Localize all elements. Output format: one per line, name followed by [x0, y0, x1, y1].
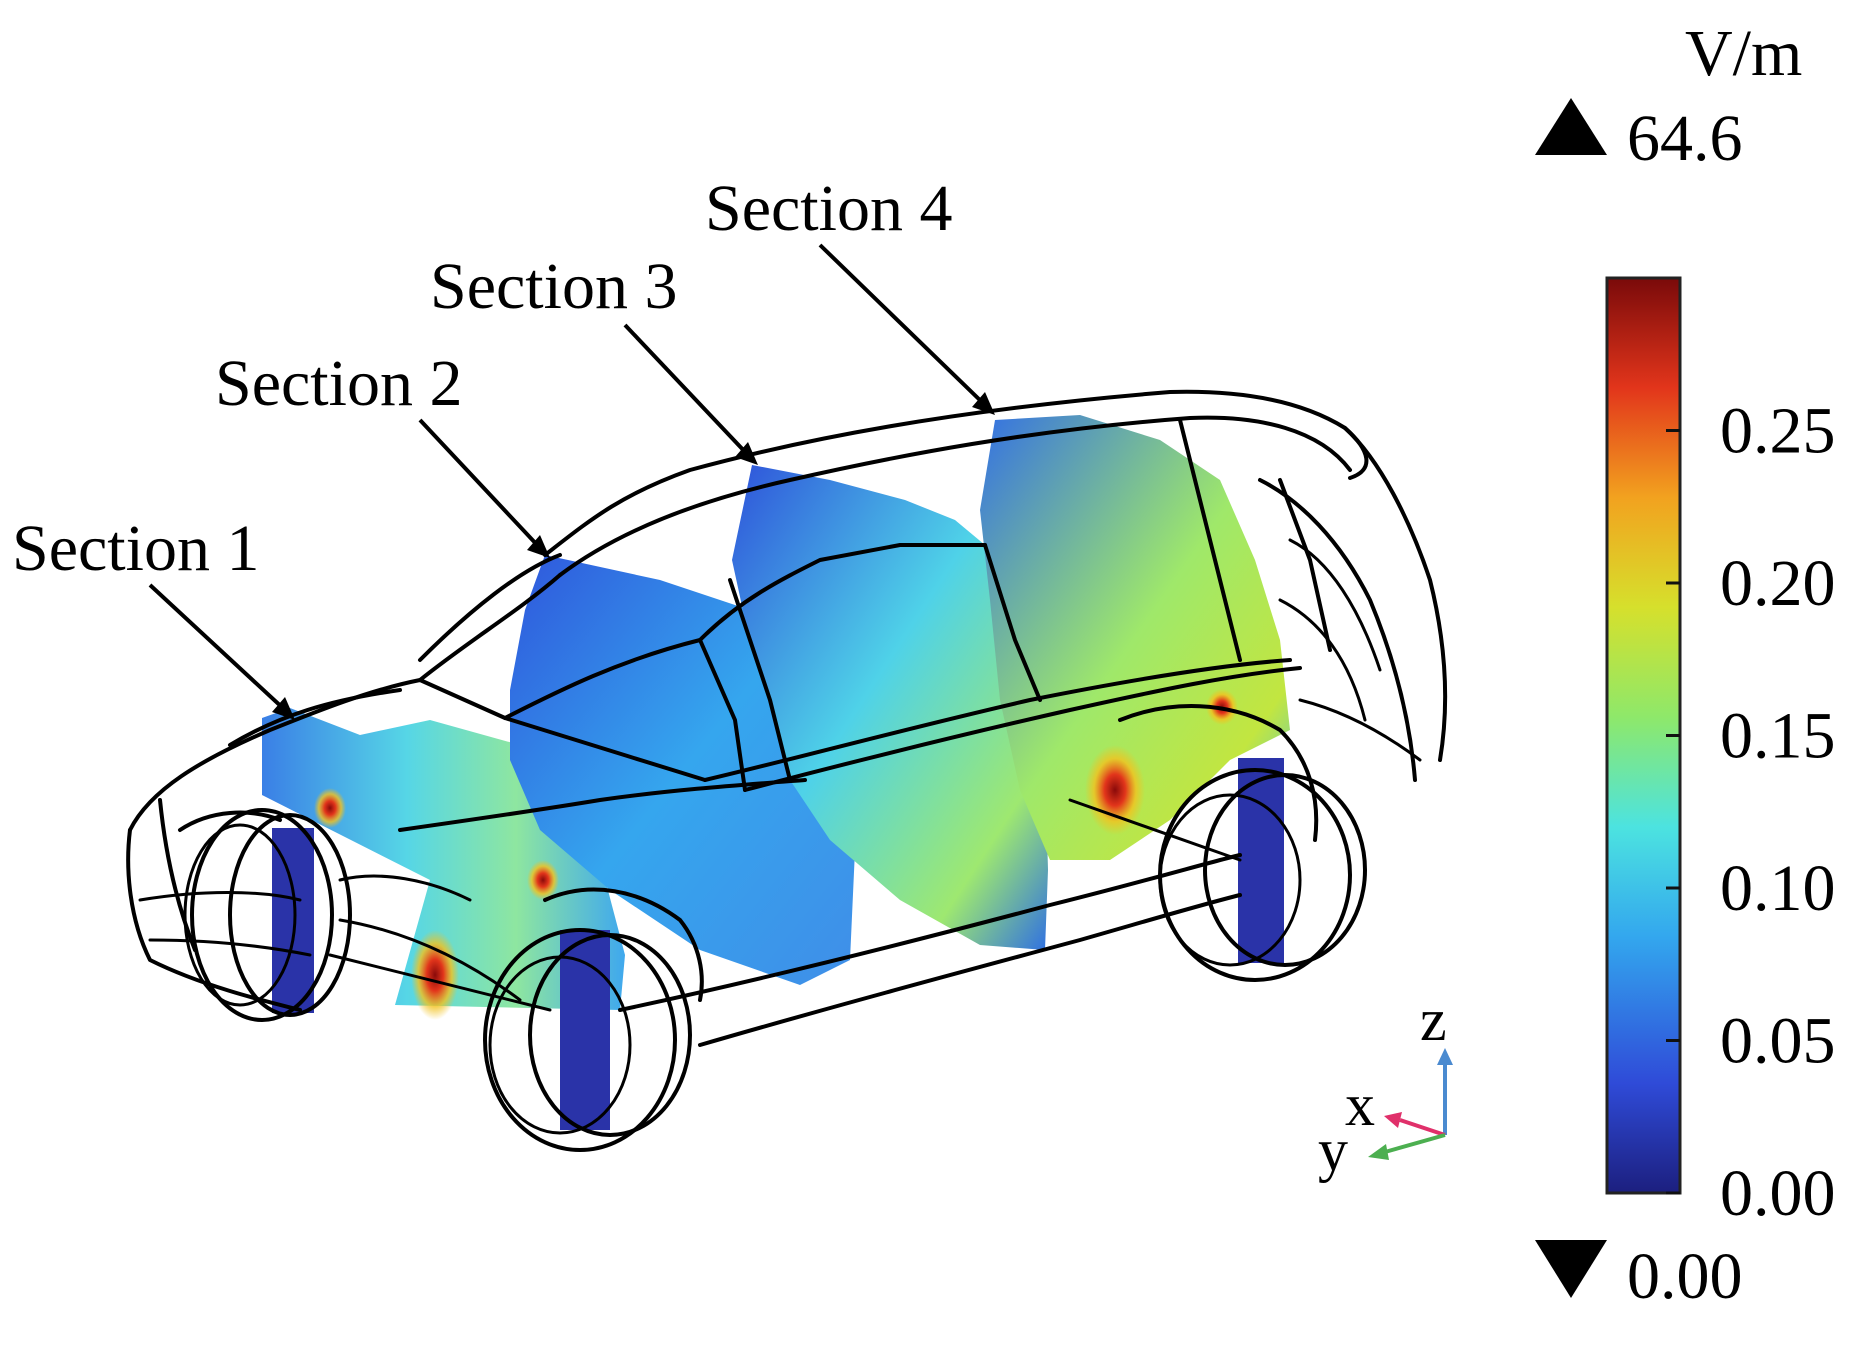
section-4-label: Section 4: [705, 172, 952, 245]
colorbar-max-value: 64.6: [1627, 102, 1743, 175]
section-1-arrowhead: [272, 697, 295, 720]
colorbar-tick-label: 0.25: [1720, 395, 1836, 468]
axes-triad: z x y: [1318, 987, 1453, 1183]
colorbar-tick-label: 0.10: [1720, 852, 1836, 925]
field-plane-section-3: [732, 465, 1048, 950]
section-annotations: Section 1 Section 2 Section 3 Section 4: [12, 172, 995, 720]
axis-y-label: y: [1318, 1117, 1348, 1183]
colorbar: V/m 64.6 0.00 0.05 0.10 0.15 0.20 0.25 0.00: [1535, 17, 1836, 1313]
axis-x-label: x: [1345, 1072, 1375, 1138]
colorbar-tick-label: 0.15: [1720, 700, 1836, 773]
colorbar-min-value: 0.00: [1627, 1240, 1743, 1313]
section-2-label: Section 2: [215, 347, 462, 420]
max-triangle-icon: [1535, 98, 1607, 155]
axis-z-label: z: [1420, 987, 1447, 1053]
section-3-label: Section 3: [430, 250, 677, 323]
section-1-label: Section 1: [12, 512, 259, 585]
section-1-arrow: [148, 583, 287, 712]
colorbar-ticks: 0.00 0.05 0.10 0.15 0.20 0.25: [1666, 395, 1836, 1230]
colorbar-unit: V/m: [1685, 17, 1802, 90]
section-4-arrowhead: [972, 392, 995, 415]
colorbar-tick-label: 0.20: [1720, 547, 1836, 620]
colorbar-tick-label: 0.05: [1720, 1005, 1836, 1078]
min-triangle-icon: [1535, 1240, 1607, 1298]
field-sections: [262, 415, 1290, 1010]
section-4-arrow: [818, 243, 987, 407]
section-2-arrow: [418, 418, 542, 550]
section-3-arrow: [623, 323, 750, 457]
car-wireframe: [126, 389, 1448, 1047]
wheels: [183, 768, 1367, 1152]
section-3-arrowhead: [735, 442, 758, 465]
field-plane-section-4: [980, 415, 1290, 860]
colorbar-tick-label: 0.00: [1720, 1157, 1836, 1230]
section-2-arrowhead: [527, 535, 550, 558]
